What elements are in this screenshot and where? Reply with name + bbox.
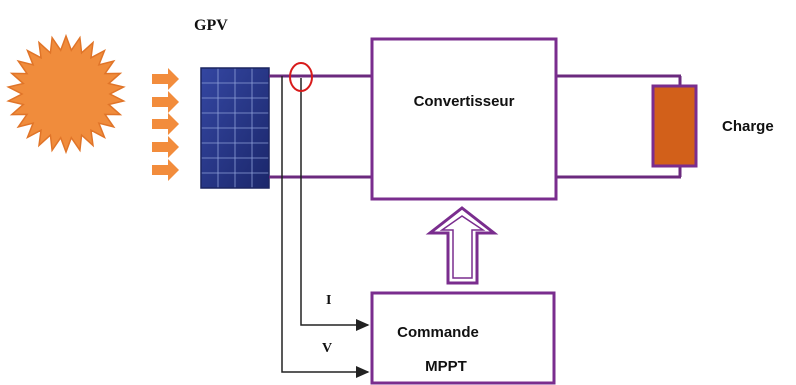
sunlight-arrow-icon <box>152 136 179 158</box>
gpv-label: GPV <box>194 17 228 34</box>
sunlight-arrow-icon <box>152 113 179 135</box>
sunlight-arrow-icon <box>152 159 179 181</box>
load-resistor-icon <box>651 84 698 168</box>
voltage-label: V <box>322 341 332 356</box>
sensing-lines <box>281 76 370 378</box>
sunlight-arrow-icon <box>152 91 179 113</box>
voltage-sense-line <box>281 76 370 378</box>
power-wires <box>269 74 682 179</box>
converter-box <box>370 37 558 201</box>
control-label-line1: Commande <box>397 324 479 341</box>
solar-panel-icon <box>200 67 270 189</box>
load-label: Charge <box>722 118 774 135</box>
current-sense-line <box>300 78 370 331</box>
converter-label: Convertisseur <box>414 93 515 110</box>
current-sensor-icon <box>289 62 313 92</box>
sunlight-arrow-icon <box>152 68 179 90</box>
current-label: I <box>326 293 331 308</box>
mppt-control-box <box>370 291 556 385</box>
control-label-line2: MPPT <box>425 358 467 375</box>
hollow-up-arrow-inner <box>439 215 486 279</box>
sunlight-arrows <box>152 68 179 181</box>
hollow-up-arrow-icon <box>425 206 499 285</box>
sun-icon <box>6 33 126 155</box>
